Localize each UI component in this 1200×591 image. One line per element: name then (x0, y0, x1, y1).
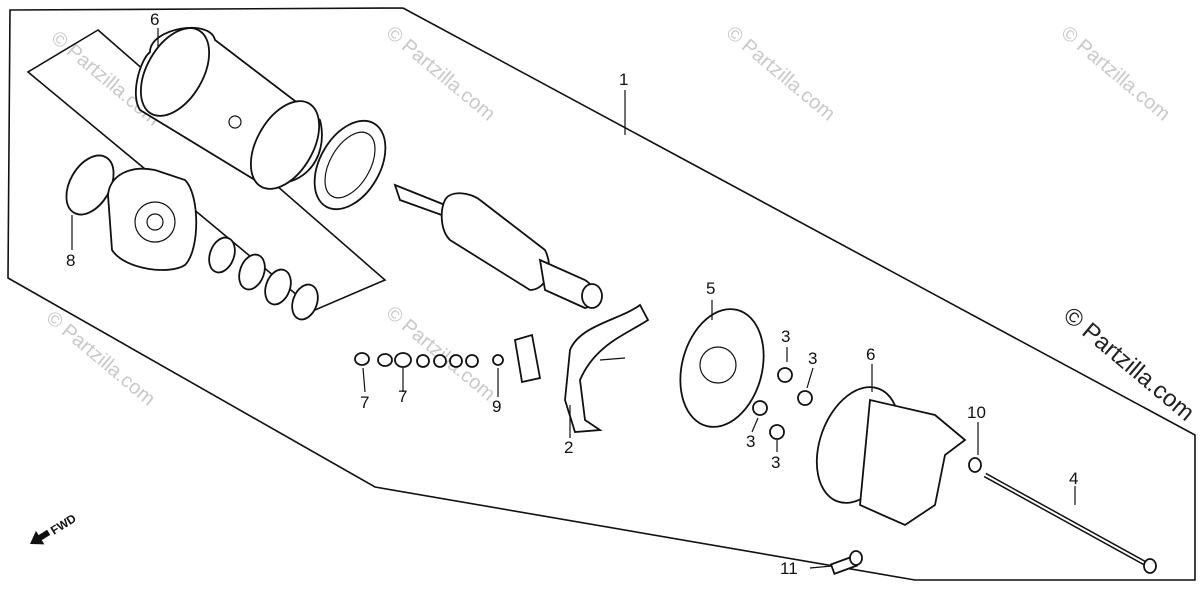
callout-3: 3 (781, 327, 790, 346)
fwd-label: FWD (48, 511, 79, 538)
callout-labels: 1 2 3 3 3 3 4 5 6 6 7 7 8 9 10 11 (66, 10, 1078, 578)
callout-8: 8 (66, 251, 75, 270)
fwd-arrow-icon (30, 529, 51, 545)
brush-holder (564, 303, 650, 433)
callout-6: 6 (866, 345, 875, 364)
callout-3: 3 (771, 453, 780, 472)
callout-1: 1 (619, 70, 628, 89)
watermark-text: © Partzilla.com (382, 22, 499, 125)
callout-4: 4 (1069, 469, 1078, 488)
callout-6: 6 (150, 10, 159, 29)
armature (393, 183, 603, 309)
callout-9: 9 (492, 397, 501, 416)
callout-3: 3 (808, 349, 817, 368)
magnet-ring (313, 119, 387, 211)
watermark-text: © Partzilla.com (722, 22, 839, 125)
nut-washer-row (354, 352, 504, 368)
brush-plate (679, 308, 765, 428)
callout-3: 3 (746, 432, 755, 451)
washer-set (208, 236, 319, 321)
callout-10: 10 (967, 403, 986, 422)
small-bolt (829, 550, 863, 575)
watermark-text: © Partzilla.com (1057, 22, 1174, 125)
through-bolt (983, 472, 1157, 574)
leader-lines (71, 28, 1076, 569)
watermark-main-text: © Partzilla.com (1058, 302, 1199, 427)
callout-7: 7 (398, 387, 407, 406)
callout-2: 2 (564, 438, 573, 457)
washer (968, 457, 982, 473)
watermark-text: © Partzilla.com (42, 307, 159, 410)
callout-11: 11 (780, 559, 798, 578)
carbon-brush (513, 333, 542, 384)
front-cover (107, 167, 198, 271)
callout-5: 5 (706, 279, 715, 298)
rear-cover (815, 386, 967, 527)
motor-yoke (135, 26, 323, 190)
callout-7: 7 (360, 393, 369, 412)
insulator-nuts (752, 367, 813, 440)
fwd-marker: FWD (30, 511, 79, 545)
